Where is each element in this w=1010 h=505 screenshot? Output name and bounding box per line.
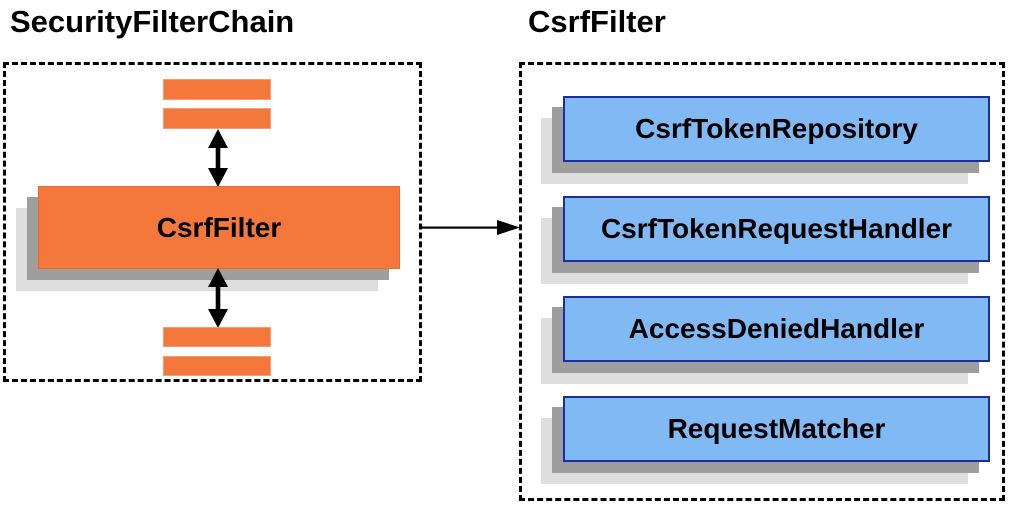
security-filter-chain-group: CsrfFilter	[3, 62, 422, 382]
component-request-matcher: RequestMatcher	[563, 396, 990, 462]
csrf-filter-title: CsrfFilter	[528, 4, 666, 39]
right-arrow-icon	[422, 220, 520, 235]
filter-bar-bottom-1	[163, 327, 271, 347]
filter-bar-top-1	[163, 79, 271, 100]
csrf-filter-group: CsrfTokenRepository CsrfTokenRequestHand…	[519, 62, 1005, 501]
component-csrf-token-request-handler: CsrfTokenRequestHandler	[563, 196, 990, 262]
component-csrf-token-repository: CsrfTokenRepository	[563, 96, 990, 162]
double-arrow-icon	[208, 268, 228, 328]
component-access-denied-handler: AccessDeniedHandler	[563, 296, 990, 362]
filter-bar-bottom-2	[163, 356, 271, 376]
double-arrow-icon	[208, 129, 228, 187]
csrf-filter-node: CsrfFilter	[38, 186, 400, 269]
security-filter-chain-title: SecurityFilterChain	[10, 4, 295, 39]
filter-bar-top-2	[163, 108, 271, 129]
